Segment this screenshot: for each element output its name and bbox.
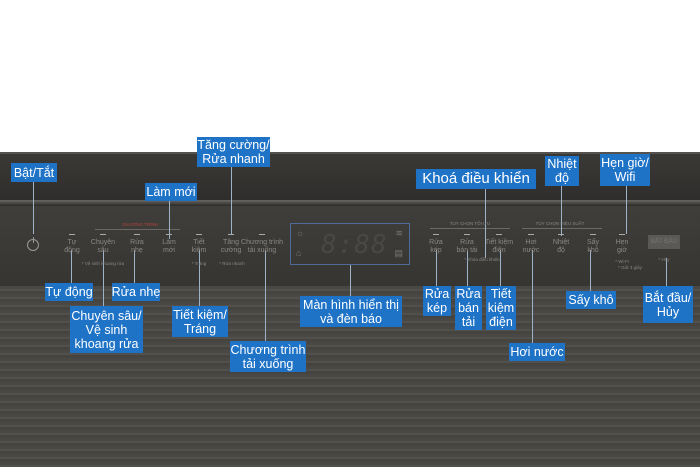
indicator-light [196,234,202,235]
display-digits: 8:88 [321,230,388,260]
panel-button-timer[interactable]: Hẹn giờ [615,239,629,254]
panel-button-light[interactable]: Rửa nhẹ [130,239,144,254]
callout-intensive: Chuyên sâu/ Vệ sinh khoang rửa [70,306,143,353]
leader-line [485,188,486,258]
panel-button-refresh[interactable]: Làm mới [162,239,176,254]
callout-steam: Hơi nước [509,343,565,361]
indicator-light [134,234,140,235]
leader-line [436,250,437,286]
indicator-light [100,234,106,235]
leader-line [500,250,501,286]
indicator-light [619,234,625,235]
leader-line [626,186,627,234]
indicator-light [433,234,439,235]
performance-header: TÙY CHỌN HIỆU SUẤT [535,221,585,226]
leader-line [590,250,591,291]
panel-button-temperature[interactable]: Nhiệt độ [552,239,570,254]
panel-button-steam[interactable]: Hơi nước [522,239,540,254]
salt-icon: ⌂ [296,248,302,258]
callout-power: Bật/Tắt [11,163,57,182]
divider [522,228,602,229]
callout-display: Màn hình hiển thị và đèn báo [300,296,402,327]
start-button[interactable]: BẮT ĐẦU [648,235,680,249]
callout-download: Chương trình tải xuống [230,341,306,372]
callout-boost: Tăng cường/ Rửa nhanh [197,137,270,167]
indicator-light [528,234,534,235]
indicator-light [590,234,596,235]
lock-icon: ▤ [394,248,403,258]
panel-button-download[interactable]: Chương trình tải xuống [241,239,283,254]
leader-line [169,201,170,239]
callout-half: Rửa bán tải [455,286,482,330]
note: * Khóa điều khiển [464,257,500,262]
note: * Hủy [658,257,670,262]
callout-energy: Tiết kiệm điện [486,286,516,330]
leader-line [666,258,667,286]
panel-button-energy-saving[interactable]: Tiết kiệm điện [484,239,514,254]
panel-button-eco[interactable]: Tiết kiệm [191,239,207,254]
leader-line [103,250,104,306]
callout-refresh: Làm mới [145,183,197,201]
note: * Tráng [191,261,207,266]
note: * Wi-Fi [615,259,629,264]
panel-button-auto[interactable]: Tự động [64,239,80,254]
divider [95,229,180,230]
note: * Vệ sinh khoang rửa [81,261,125,266]
callout-lock: Khoá điều khiển [416,169,536,189]
display-screen: ☼ ⌂ 8:88 ≋ ▤ [290,223,410,265]
panel-button-dry[interactable]: Sấy khô [586,239,600,254]
program-header: CHƯƠNG TRÌNH [122,222,158,227]
panel-top-strip [0,152,700,202]
divider [430,228,510,229]
rinse-aid-icon: ☼ [296,228,305,238]
optimal-header: TÙY CHỌN TỐI ƯU [449,221,491,226]
indicator-light [69,234,75,235]
leader-line [265,250,266,341]
indicator-light [259,234,265,235]
panel-edge [0,200,700,206]
callout-auto: Tự động [45,283,93,301]
indicator-light [496,234,502,235]
callout-temp: Nhiệt độ [545,156,579,186]
callout-light: Rửa nhẹ [111,283,161,301]
panel-button-half-load[interactable]: Rửa bán tải [456,239,478,254]
callout-timer: Hẹn giờ/ Wifi [600,154,650,186]
leader-line [134,250,135,283]
wifi-icon: ≋ [395,228,403,238]
note: * Giữ 3 giây [618,265,642,270]
callout-dual: Rửa kép [423,286,451,316]
leader-line [199,250,200,306]
leader-line [350,265,351,296]
panel-button-dual-wash[interactable]: Rửa kép [429,239,443,254]
leader-line [532,250,533,343]
power-button[interactable] [27,237,39,251]
leader-line [231,167,232,235]
callout-eco: Tiết kiệm/ Tráng [172,306,228,337]
panel-button-intensive[interactable]: Chuyên sâu [90,239,116,254]
callout-start: Bắt đầu/ Hủy [643,286,693,323]
leader-line [561,186,562,236]
leader-line [33,182,34,234]
indicator-light [464,234,470,235]
leader-line [467,250,468,286]
panel-button-boost[interactable]: Tăng cường [220,239,242,254]
leader-line [71,250,72,283]
callout-dry: Sấy khô [566,291,616,309]
note: * Rửa nhanh [219,261,245,266]
